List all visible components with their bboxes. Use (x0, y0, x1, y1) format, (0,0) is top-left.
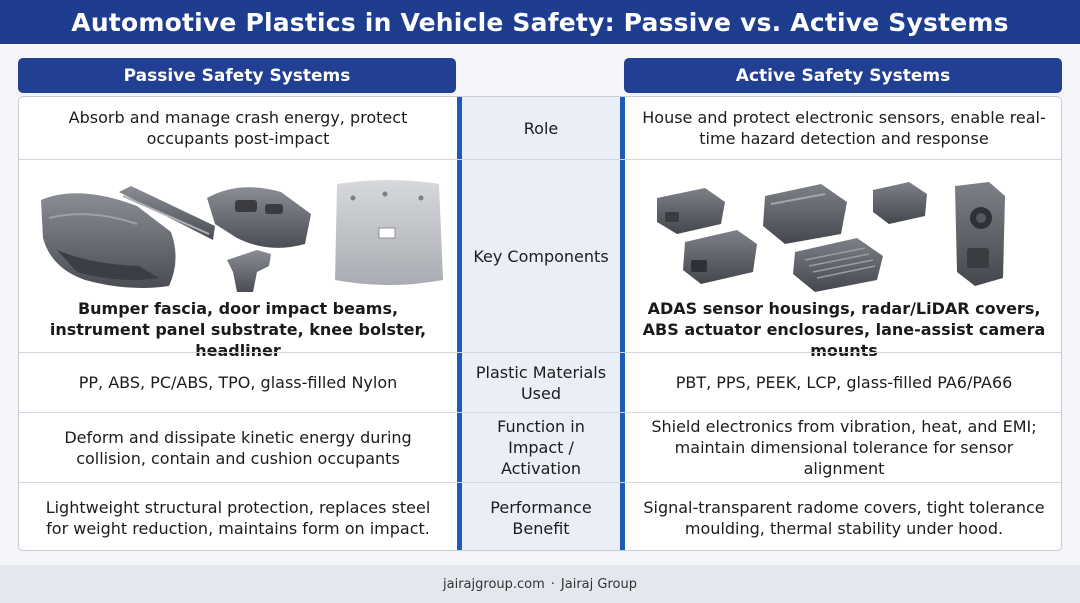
footer: jairajgroup.com · Jairaj Group (0, 565, 1080, 603)
passive-role: Absorb and manage crash energy, protect … (68, 108, 408, 148)
abs-actuator-enclosure-icon (873, 182, 927, 224)
ecu-heatsink-icon (793, 238, 883, 292)
camera-mount-icon (955, 182, 1005, 286)
passive-materials: PP, ABS, PC/ABS, TPO, glass-filled Nylon (78, 373, 398, 392)
criteria-column (457, 97, 625, 550)
passive-header: Passive Safety Systems (18, 58, 456, 93)
footer-separator: · (550, 576, 555, 592)
connector-module-icon (683, 230, 757, 284)
comparison-table: Absorb and manage crash energy, protect … (18, 96, 1062, 551)
page-title: Automotive Plastics in Vehicle Safety: P… (0, 0, 1080, 44)
active-function: Shield electronics from vibration, heat,… (651, 417, 1037, 478)
accent-bar-left (457, 97, 462, 550)
table-row-function: Deform and dissipate kinetic energy duri… (19, 412, 1061, 482)
passive-components-text: Bumper fascia, door impact beams, instru… (49, 299, 427, 360)
radar-cover-icon (763, 184, 847, 244)
knee-bolster-icon (227, 250, 271, 292)
criteria-materials: Plastic Materials Used (475, 362, 607, 403)
active-performance: Signal-transparent radome covers, tight … (643, 497, 1045, 538)
passive-components-image (19, 168, 457, 294)
active-materials: PBT, PPS, PEEK, LCP, glass-filled PA6/PA… (675, 373, 1013, 392)
table-row-materials: PP, ABS, PC/ABS, TPO, glass-filled Nylon… (19, 352, 1061, 412)
door-impact-beam-icon (119, 186, 215, 240)
active-header: Active Safety Systems (624, 58, 1062, 93)
table-row-key-components: Bumper fascia, door impact beams, instru… (19, 159, 1061, 360)
passive-components: Bumper fascia, door impact beams, instru… (19, 160, 457, 360)
criteria-performance: Performance Benefit (490, 497, 592, 538)
criteria-function: Function in Impact / Activation (497, 417, 585, 478)
footer-site-link[interactable]: jairajgroup.com (443, 576, 545, 592)
instrument-panel-icon (207, 187, 311, 248)
table-row-role: Absorb and manage crash energy, protect … (19, 97, 1061, 159)
criteria-role: Role (523, 118, 559, 138)
bumper-fascia-icon (41, 193, 176, 288)
active-role: House and protect electronic sensors, en… (642, 108, 1046, 148)
adas-sensor-housing-icon (657, 188, 725, 234)
active-components-text: ADAS sensor housings, radar/LiDAR covers… (642, 299, 1046, 360)
accent-bar-right (620, 97, 625, 550)
table-row-performance: Lightweight structural protection, repla… (19, 482, 1061, 550)
headliner-icon (335, 180, 443, 285)
criteria-key-components: Key Components (473, 246, 609, 266)
passive-function: Deform and dissipate kinetic energy duri… (64, 427, 412, 468)
active-components: ADAS sensor housings, radar/LiDAR covers… (625, 160, 1061, 360)
active-components-image (625, 168, 1061, 294)
footer-brand: Jairaj Group (560, 576, 637, 592)
passive-performance: Lightweight structural protection, repla… (45, 497, 431, 538)
